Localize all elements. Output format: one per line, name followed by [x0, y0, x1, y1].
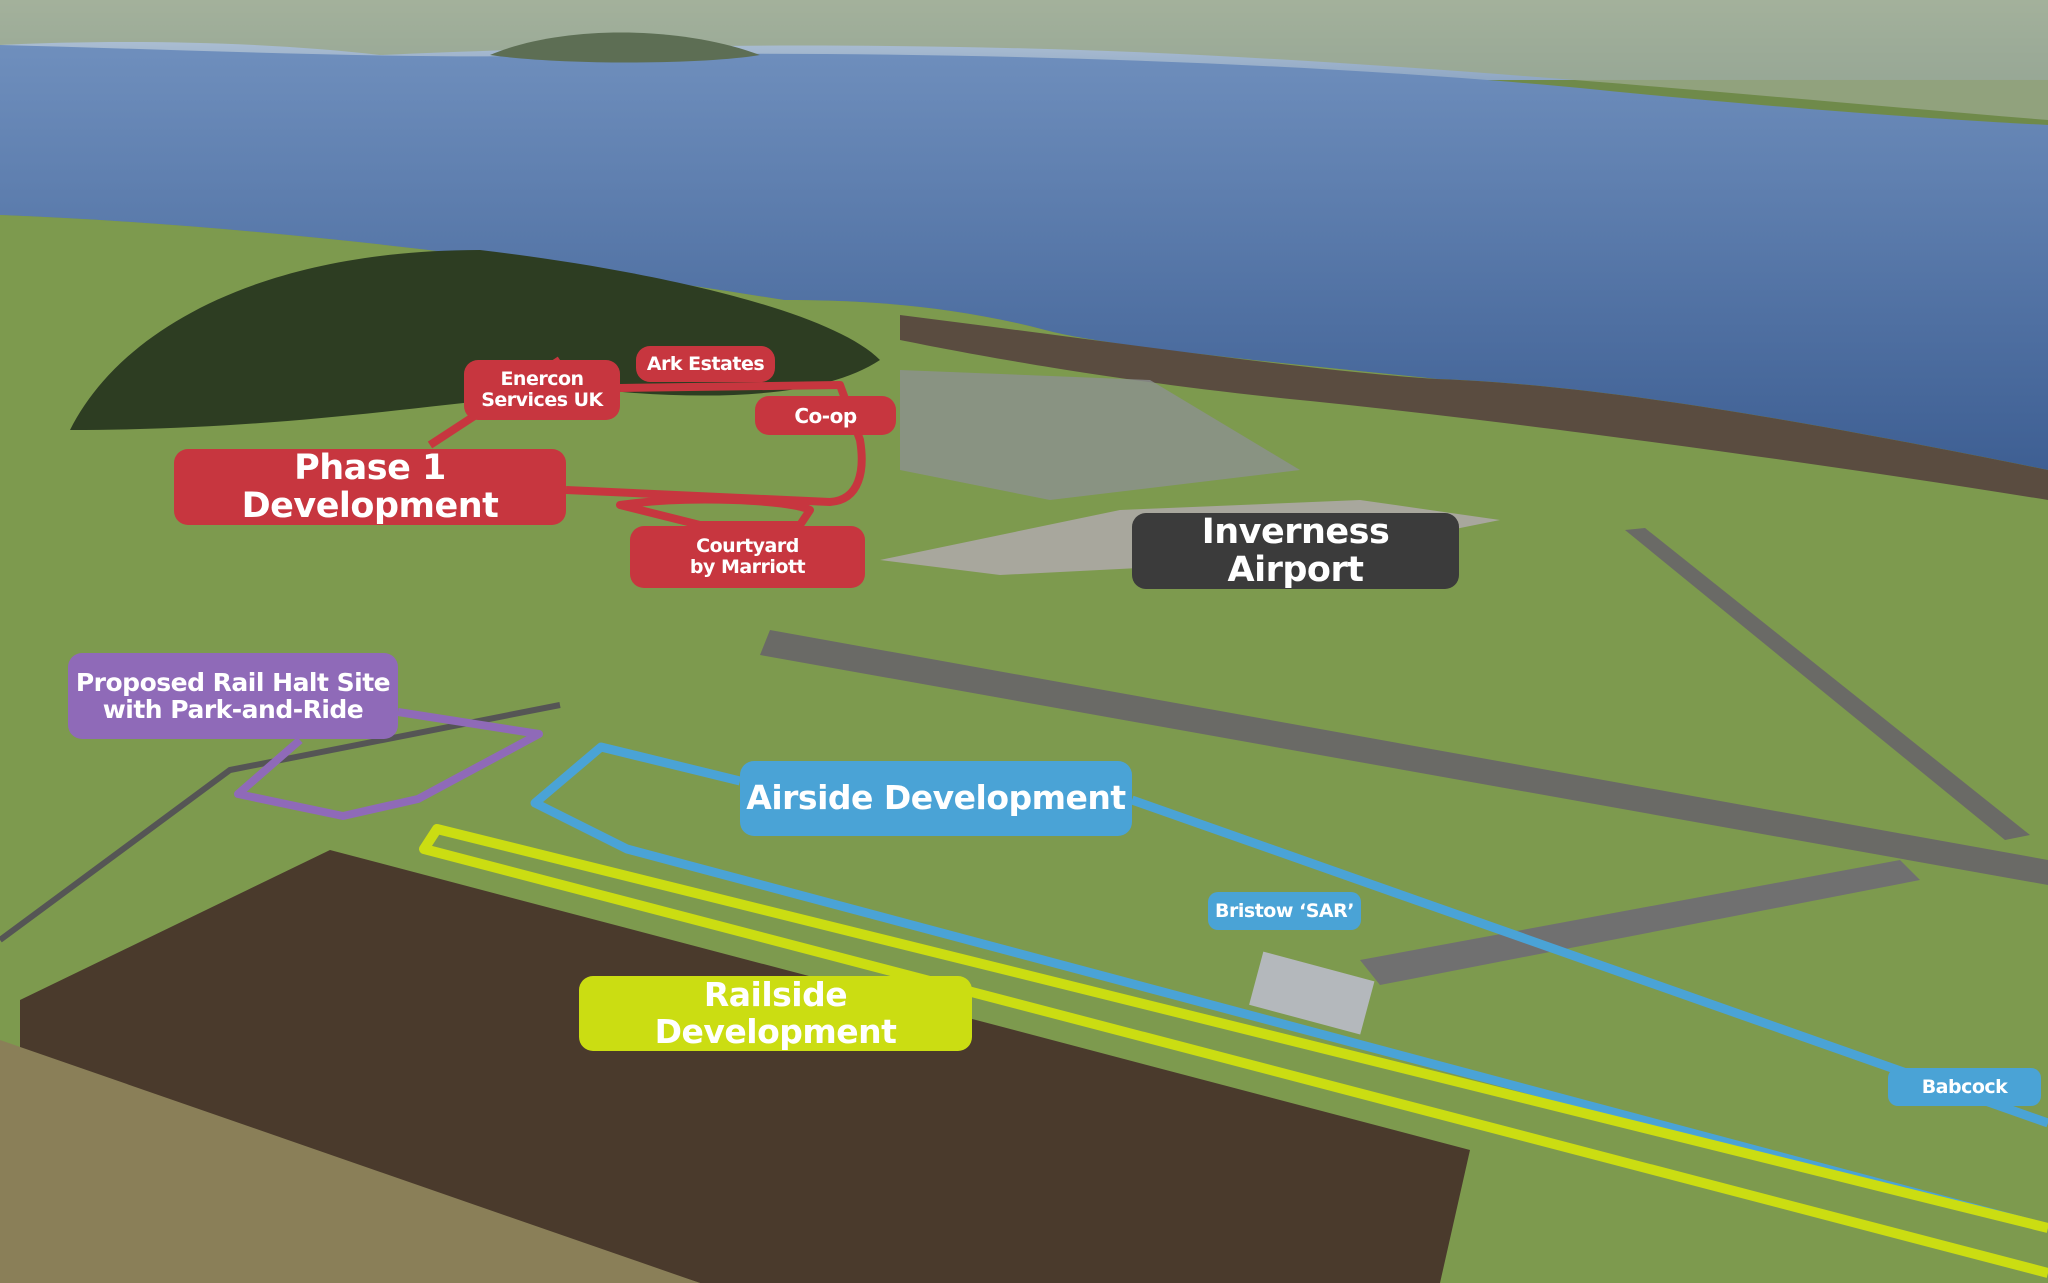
firth-water: [0, 45, 2048, 470]
label-enercon: Enercon Services UK: [464, 360, 620, 420]
label-railside-development: Railside Development: [579, 976, 972, 1051]
label-courtyard-by-marriott: Courtyard by Marriott: [630, 526, 865, 588]
label-co-op: Co-op: [755, 396, 896, 435]
field-bottom-left: [0, 1040, 700, 1283]
runway-main: [760, 630, 2048, 885]
label-bristow-sar: Bristow ‘SAR’: [1208, 892, 1361, 930]
road: [0, 702, 561, 943]
label-ark-estates: Ark Estates: [636, 346, 775, 382]
label-proposed-rail-halt: Proposed Rail Halt Site with Park-and-Ri…: [68, 653, 398, 739]
rail-halt-boundary: [234, 708, 543, 820]
taxiway: [1360, 860, 1920, 985]
label-babcock: Babcock: [1888, 1068, 2041, 1106]
railside-boundary: [419, 824, 2048, 1278]
far-shore: [0, 0, 2048, 120]
label-phase1-development: Phase 1 Development: [174, 448, 566, 525]
label-airside-development: Airside Development: [740, 761, 1132, 836]
headland: [490, 32, 760, 63]
hangar: [1249, 951, 1375, 1035]
runway-cross: [1625, 528, 2030, 840]
shore-mud: [900, 315, 2048, 500]
label-inverness-airport: Inverness Airport: [1132, 512, 1459, 589]
terminal-buildings: [900, 370, 1300, 500]
